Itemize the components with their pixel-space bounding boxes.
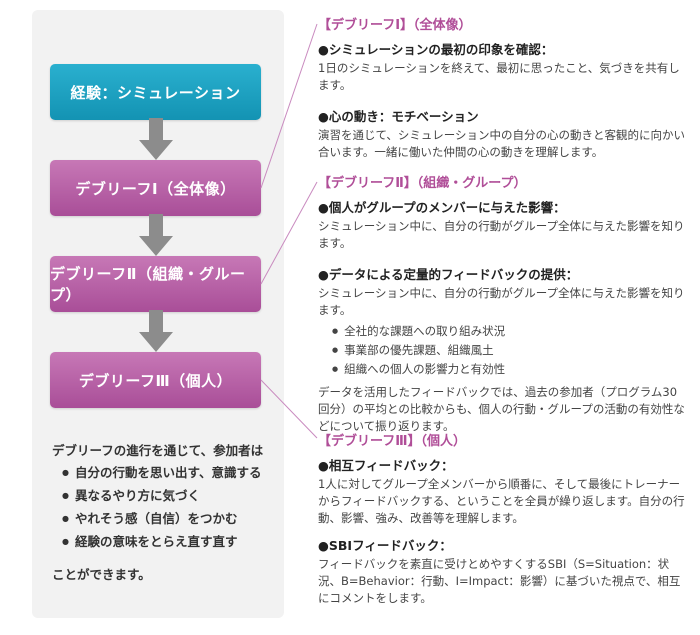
summary-item: 異なるやり方に気づく — [62, 488, 282, 506]
item-body: 1日のシミュレーションを終えて、最初に思ったこと、気づきを共有します。 — [318, 61, 680, 92]
down-arrow-icon — [139, 118, 173, 160]
connector-line-1 — [260, 23, 318, 189]
list-item: 事業部の優先課題、組織風土 — [332, 342, 688, 361]
connector-line-3 — [260, 379, 318, 439]
summary-intro: デブリーフの進行を通じて、参加者は — [52, 443, 264, 458]
item-title: ●データによる定量的フィードバックの提供： — [318, 267, 579, 282]
section-debrief-2: 【デブリーフⅡ】（組織・グループ） ●個人がグループのメンバーに与えた影響： シ… — [318, 172, 688, 435]
item-body: シミュレーション中に、自分の行動がグループ全体に与えた影響を知ります。 — [318, 286, 685, 317]
item-body: 演習を通じて、シミュレーション中の自分の心の動きと客観的に向かい合います。一緒に… — [318, 128, 685, 159]
step-experience-simulation: 経験：シミュレーション — [50, 64, 261, 120]
summary-outro: ことができます。 — [52, 567, 151, 582]
list-item: 全社的な課題への取り組み状況 — [332, 323, 688, 342]
section-debrief-3: 【デブリーフⅢ】（個人） ●相互フィードバック： 1人に対してグループ全メンバー… — [318, 430, 688, 607]
section-debrief-1: 【デブリーフⅠ】（全体像） ●シミュレーションの最初の印象を確認： 1日のシミュ… — [318, 14, 688, 161]
step-debrief-1: デブリーフⅠ（全体像） — [50, 160, 261, 216]
item-title: ●心の動き：モチベーション — [318, 109, 479, 124]
item-body: シミュレーション中に、自分の行動がグループ全体に与えた影響を知ります。 — [318, 219, 685, 250]
item-body: データを活用したフィードバックでは、過去の参加者（プログラム30回分）の平均との… — [318, 385, 685, 433]
step-debrief-2: デブリーフⅡ（組織・グループ） — [50, 256, 261, 312]
summary-item: 経験の意味をとらえ直す直す — [62, 534, 282, 552]
item-title: ●シミュレーションの最初の印象を確認： — [318, 42, 554, 57]
item-body: 1人に対してグループ全メンバーから順番に、そして最後にトレーナーからフィードバッ… — [318, 477, 685, 525]
section-title: 【デブリーフⅠ】（全体像） — [318, 18, 472, 33]
step-debrief-3: デブリーフⅢ（個人） — [50, 352, 261, 408]
summary-item: 自分の行動を思い出す、意識する — [62, 465, 282, 483]
item-title: ●相互フィードバック： — [318, 458, 454, 473]
summary-list: 自分の行動を思い出す、意識する 異なるやり方に気づく やれそう感（自信）をつかむ… — [52, 465, 282, 552]
down-arrow-icon — [139, 310, 173, 352]
summary: デブリーフの進行を通じて、参加者は 自分の行動を思い出す、意識する 異なるやり方… — [52, 440, 282, 583]
item-title: ●SBIフィードバック： — [318, 538, 452, 553]
item-body: フィードバックを素直に受けとめやすくするSBI（S=Situation：状況、B… — [318, 557, 681, 605]
section-title: 【デブリーフⅢ】（個人） — [318, 434, 467, 449]
data-feedback-list: 全社的な課題への取り組み状況 事業部の優先課題、組織風土 組織への個人の影響力と… — [318, 323, 688, 380]
item-title: ●個人がグループのメンバーに与えた影響： — [318, 200, 566, 215]
connector-line-2 — [260, 181, 318, 285]
section-title: 【デブリーフⅡ】（組織・グループ） — [318, 176, 527, 191]
list-item: 組織への個人の影響力と有効性 — [332, 361, 688, 380]
down-arrow-icon — [139, 214, 173, 256]
summary-item: やれそう感（自信）をつかむ — [62, 511, 282, 529]
